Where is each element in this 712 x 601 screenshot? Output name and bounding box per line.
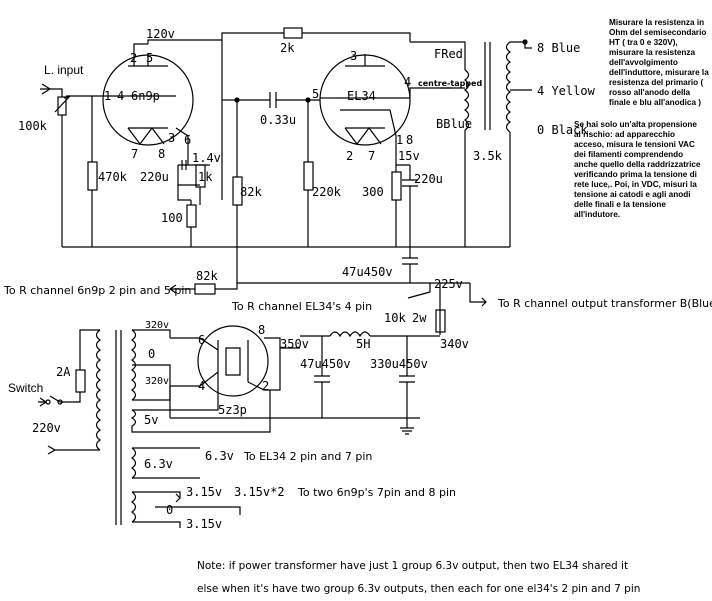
label-82k-b: 82k [196, 269, 218, 283]
label-3-15v-b: 3.15v [186, 517, 222, 531]
capacitor-47u450v-filter [314, 375, 330, 383]
label-t1-pin7: 7 [131, 147, 138, 161]
label-rect-pin2: 2 [262, 379, 269, 393]
label-6-3v-a: 6.3v [144, 457, 173, 471]
tube-5z3p-envelope [197, 325, 269, 397]
capacitor-0-33u [269, 92, 277, 108]
label-rect-pin6: 6 [198, 333, 205, 347]
label-300: 300 [362, 185, 384, 199]
label-120v: 120v [146, 27, 175, 41]
label-t1-pin8: 8 [158, 147, 165, 161]
label-to-6n9p-heater: To two 6n9p's 7pin and 8 pin [297, 486, 456, 499]
label-330u450v: 330u450v [370, 357, 428, 371]
resistor-10k-2w [435, 309, 446, 333]
resistor-2k [283, 27, 303, 39]
label-47u450v-a: 47u450v [342, 265, 393, 279]
label-fred: FRed [434, 47, 463, 61]
label-100: 100 [161, 211, 183, 225]
label-15v: 15v [398, 149, 420, 163]
label-t2-pin4: 4 [404, 75, 411, 89]
label-0-b: 0 [166, 503, 173, 517]
label-0-33u: 0.33u [260, 113, 296, 127]
label-470k: 470k [98, 170, 128, 184]
label-switch: Switch [8, 381, 43, 395]
label-t1-pin1: 1 [104, 89, 111, 103]
label-out-8-blue: 8 Blue [537, 41, 580, 55]
label-3-15v-a: 3.15v [186, 485, 222, 499]
note-measure-resistance: Misurare la resistenza in Ohm del semise… [609, 18, 709, 107]
label-320v-b: 320v [145, 376, 169, 387]
label-5v: 5v [144, 413, 158, 427]
label-6-3v-b: 6.3v [205, 449, 234, 463]
label-47u450v-b: 47u450v [300, 357, 351, 371]
label-3-5k: 3.5k [473, 149, 503, 163]
label-2k: 2k [280, 41, 295, 55]
label-5h: 5H [356, 337, 370, 351]
label-to-el34-heater: To EL34 2 pin and 7 pin [243, 450, 372, 463]
label-tube-6n9p: 6n9p [131, 89, 160, 103]
label-3-15v-x2: 3.15v*2 [234, 485, 285, 499]
label-82k-a: 82k [240, 185, 262, 199]
label-220k: 220k [312, 185, 342, 199]
label-t1-pin3: 3 [168, 131, 175, 145]
label-centre-tapped: centre-tapped [418, 79, 482, 88]
label-220u-a: 220u [140, 170, 169, 184]
label-1k: 1k [198, 170, 213, 184]
label-to-r-el34: To R channel EL34's 4 pin [231, 300, 372, 313]
label-t2-pin1: 1 [396, 133, 403, 147]
label-220v: 220v [32, 421, 61, 435]
input-potentiometer-100k [57, 96, 67, 116]
resistor-100 [186, 204, 197, 228]
note-risk-warning: Se hai solo un'alta propensione al risch… [574, 120, 701, 219]
label-t2-pin3: 3 [350, 49, 357, 63]
label-out-4-yellow: 4 Yellow [537, 84, 596, 98]
label-2w: 2w [412, 311, 427, 325]
label-320v-a: 320v [145, 320, 169, 331]
side-notes: Misurare la resistenza in Ohm del semise… [574, 18, 712, 220]
ground-symbol [400, 418, 414, 435]
label-100k: 100k [18, 119, 48, 133]
label-bblue: BBlue [436, 117, 472, 131]
label-1-4v: 1.4v [192, 151, 221, 165]
resistor-470k [87, 161, 98, 191]
label-350v: 350v [280, 337, 309, 351]
label-to-r-output: To R channel output transformer B(Blue) [497, 297, 712, 310]
label-0: 0 [148, 347, 155, 361]
label-t2-pin7: 7 [368, 149, 375, 163]
label-rectifier: 5z3p [218, 403, 247, 417]
label-225v: 225v [434, 277, 463, 291]
label-340v: 340v [440, 337, 469, 351]
capacitor-330u450v [399, 375, 415, 383]
label-out-0-black: 0 Black [537, 123, 588, 137]
label-10k: 10k [384, 311, 406, 325]
fuse-2a [75, 369, 86, 393]
label-t1-pin5: 5 [146, 51, 153, 65]
label-t1-pin6: 6 [184, 133, 191, 147]
footer-note: Note: if power transformer have just 1 g… [197, 555, 707, 601]
footer-line-1: Note: if power transformer have just 1 g… [197, 560, 629, 572]
label-t2-pin2: 2 [346, 149, 353, 163]
label-tube-el34: EL34 [347, 89, 376, 103]
label-t2-pin5: 5 [312, 87, 319, 101]
label-rect-pin8: 8 [258, 323, 265, 337]
label-l-input: L. input [44, 63, 84, 77]
label-rect-pin4: 4 [198, 379, 205, 393]
label-fuse-2a: 2A [56, 365, 71, 379]
resistor-300 [391, 171, 402, 201]
label-t2-pin8: 8 [406, 133, 413, 147]
footer-line-2: else when it's have two group 6.3v outpu… [197, 583, 641, 595]
resistor-82k-feed [194, 283, 216, 295]
label-220u-b: 220u [414, 172, 443, 186]
label-t1-pin4: 4 [117, 89, 124, 103]
label-t1-pin2: 2 [130, 51, 137, 65]
capacitor-47u450v [402, 257, 418, 265]
label-to-r-6n9p: To R channel 6n9p 2 pin and 5 pin [3, 284, 191, 297]
